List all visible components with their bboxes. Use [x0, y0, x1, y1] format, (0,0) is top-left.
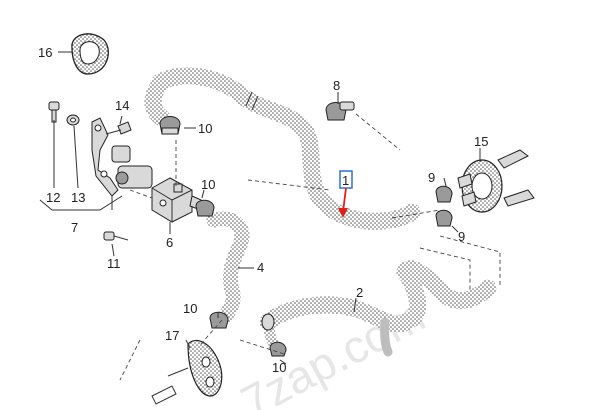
clamp-9-bottom[interactable]: [435, 209, 453, 227]
clamp-10-mid[interactable]: [195, 199, 215, 217]
clamp-10-bottom[interactable]: [269, 341, 287, 357]
label-14: 14: [115, 98, 129, 113]
nut-13[interactable]: [66, 114, 80, 126]
label-9-top: 9: [428, 170, 435, 185]
clamp-8[interactable]: [325, 101, 355, 121]
label-10-low: 10: [183, 301, 197, 316]
label-2: 2: [356, 285, 363, 300]
bolt-12[interactable]: [48, 101, 60, 123]
bolt-11[interactable]: [103, 231, 129, 241]
dashed-guides: [119, 113, 501, 381]
pipe-stub-bottom: [151, 367, 189, 405]
label-9-bottom: 9: [458, 229, 465, 244]
label-8: 8: [333, 78, 340, 93]
label-11: 11: [107, 256, 121, 271]
label-10-top: 10: [198, 121, 212, 136]
bracket-7[interactable]: [91, 117, 153, 197]
clamp-9-top[interactable]: [435, 185, 453, 203]
flange-15[interactable]: [457, 149, 535, 213]
label-12: 12: [46, 190, 60, 205]
label-1: 1: [342, 173, 349, 188]
label-4: 4: [257, 260, 264, 275]
clamp-10-top[interactable]: [159, 116, 181, 135]
arrow-head: [338, 208, 348, 218]
label-15: 15: [474, 134, 488, 149]
gasket-16[interactable]: [71, 33, 109, 75]
label-13: 13: [71, 190, 85, 205]
screw-14[interactable]: [105, 121, 132, 135]
clamp-10-low[interactable]: [209, 311, 229, 329]
hose-2-end: [261, 313, 275, 331]
leader-lines: [39, 51, 481, 365]
label-16: 16: [38, 45, 52, 60]
label-6: 6: [166, 235, 173, 250]
label-10-bottom: 10: [272, 360, 286, 375]
label-7: 7: [71, 220, 78, 235]
bracket-17[interactable]: [187, 339, 223, 397]
label-17: 17: [165, 328, 179, 343]
hose-1[interactable]: [144, 67, 421, 230]
hose-4[interactable]: [206, 211, 250, 326]
label-10-mid: 10: [201, 177, 215, 192]
highlight-label-1[interactable]: 1: [338, 170, 353, 218]
